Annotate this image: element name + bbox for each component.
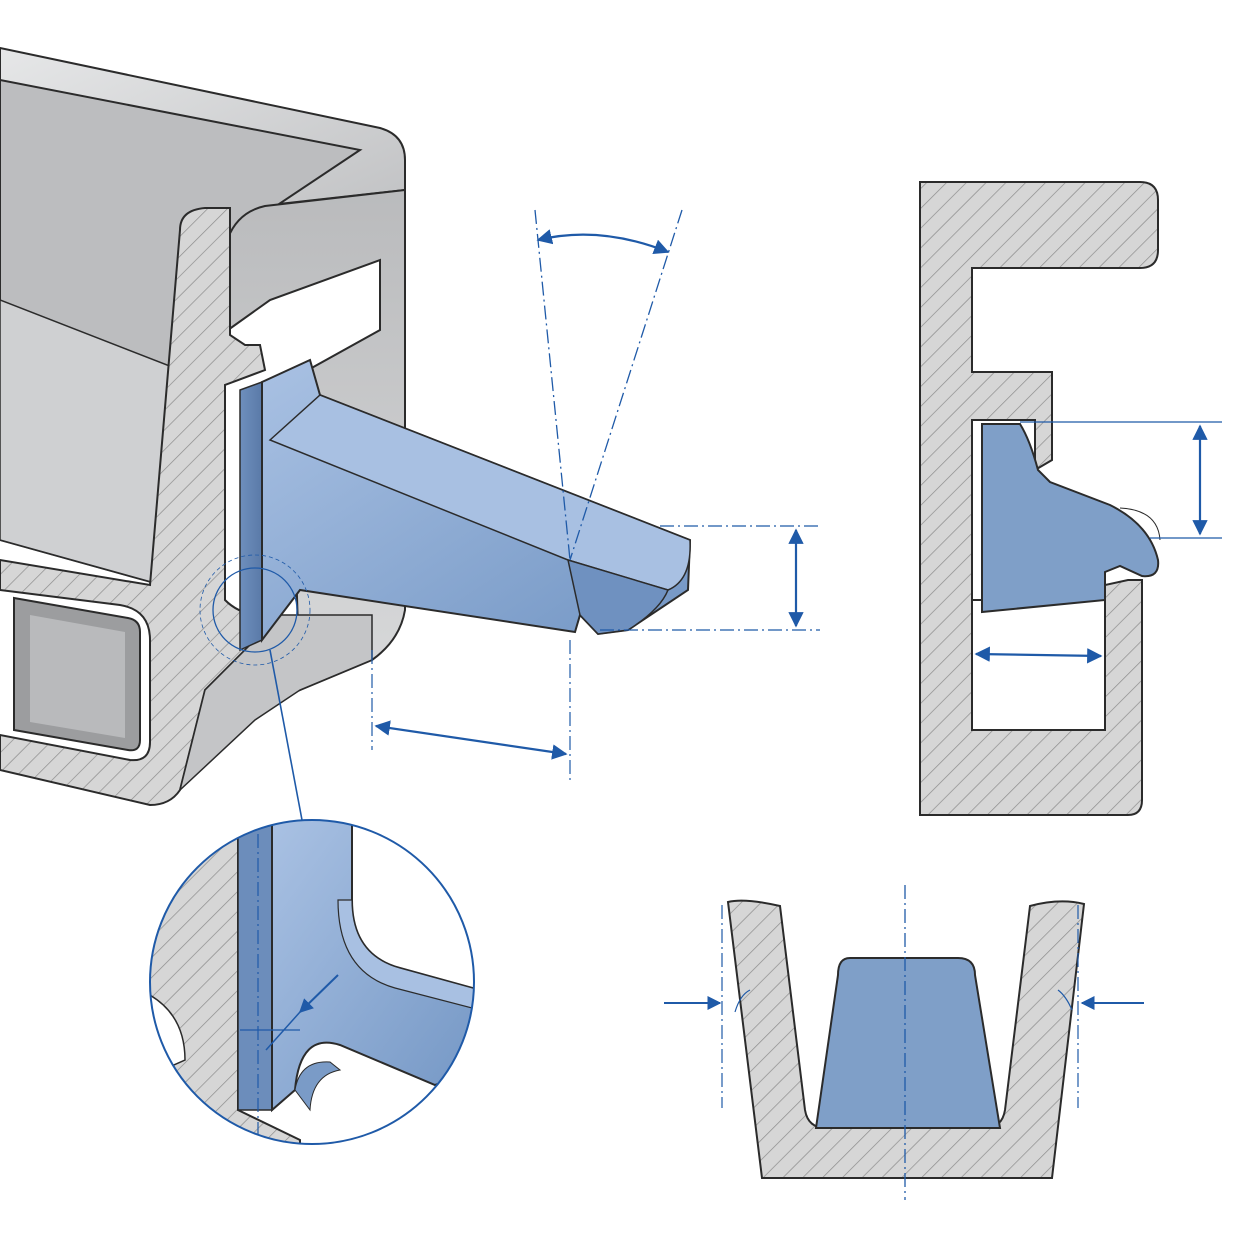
profile-front-section [0,207,283,807]
detail-radius-leader [298,974,339,1013]
profile-lower-chamber-inner [30,615,125,738]
section-width-dimension-line [974,646,1103,664]
detail-seal-base [237,820,273,1111]
angle-dimension-arc [536,229,670,255]
detail-base-fillet [294,1061,342,1112]
u-channel-section-view [664,885,1144,1200]
detail-marker-circle [212,567,298,653]
profile-bottom-face [178,614,373,793]
u-channel-seal [814,957,1002,1129]
seal-base-flange [239,380,263,652]
section-seal-tip-arc [1119,507,1161,541]
seal-lip-front [566,558,670,635]
side-section-view [919,181,1222,816]
detail-leader-line [269,649,303,821]
detail-radius-leader-tail [265,1011,301,1051]
angle-construction-line-right [569,209,683,561]
section-lower-chamber [971,599,1106,731]
length-dimension-line [374,720,568,760]
isometric-profile-view [0,46,820,821]
detail-marker-circle-outer [199,554,311,666]
u-left-arc [734,989,751,1013]
u-right-arc [1057,989,1073,1011]
section-seal [981,423,1160,614]
section-profile-body [919,181,1159,816]
detail-seal-lip-edge [337,899,474,1011]
seal-profile-3d [239,358,692,652]
angle-construction-line-left [534,209,571,561]
magnified-detail-view [149,819,475,1145]
detail-circle-border [149,819,475,1145]
